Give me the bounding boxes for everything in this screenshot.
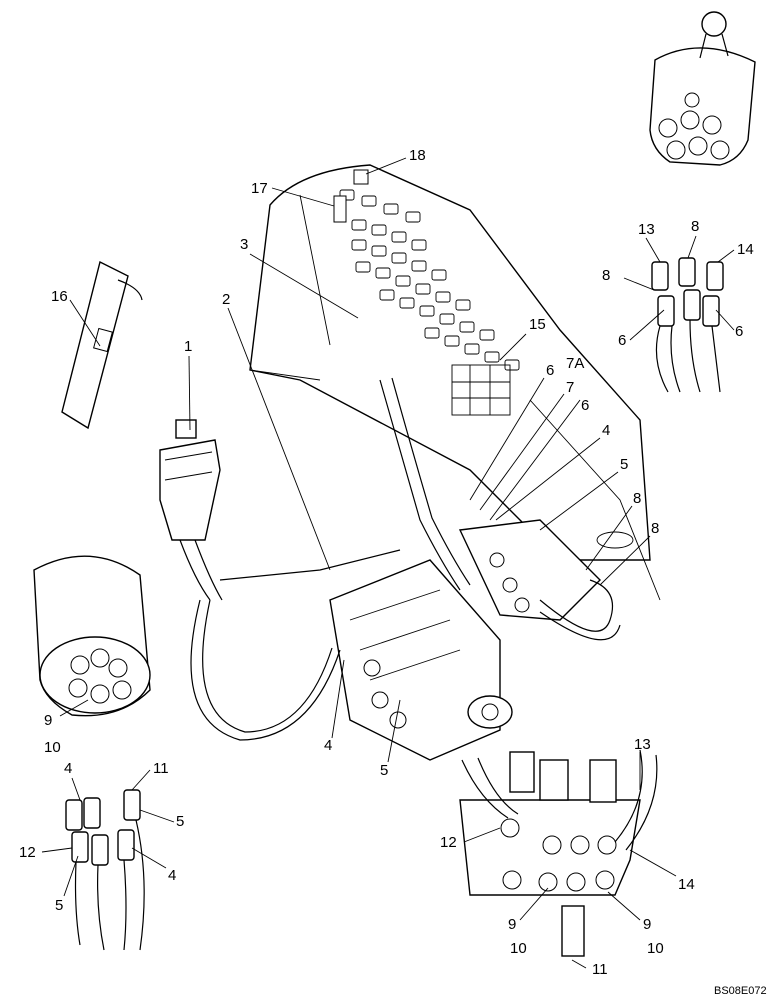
callout-4: 4 (168, 867, 176, 884)
callout-5: 5 (176, 813, 184, 830)
callout-11: 11 (592, 961, 608, 978)
callout-14: 14 (737, 241, 754, 258)
callout-6: 6 (546, 362, 554, 379)
callout-5: 5 (380, 762, 388, 779)
callout-9: 9 (508, 916, 516, 933)
callout-3: 3 (240, 236, 248, 253)
callout-7: 7 (566, 379, 574, 396)
control-handle-illustration (649, 11, 756, 166)
callout-5: 5 (620, 456, 628, 473)
callout-12: 12 (440, 834, 457, 851)
bracket-16-illustration (61, 260, 143, 430)
callout-12: 12 (19, 844, 36, 861)
callout-4: 4 (64, 760, 72, 777)
callout-8: 8 (651, 520, 659, 537)
callout-10: 10 (647, 940, 664, 957)
drawing-code: BS08E072 (714, 985, 767, 997)
valve-block-center-right (458, 519, 601, 621)
left-joystick-assembly (159, 419, 223, 601)
callout-6: 6 (581, 397, 589, 414)
callout-labels: 1 2 3 4 4 4 4 5 5 5 5 6 6 6 6 7 7A 8 8 8… (19, 147, 754, 978)
callout-13: 13 (634, 736, 651, 753)
callout-8: 8 (602, 267, 610, 284)
callout-6: 6 (618, 332, 626, 349)
callout-11: 11 (153, 760, 169, 777)
manifold-lower-right (459, 749, 658, 957)
chassis-plate-illustration (249, 164, 661, 601)
leader-lines (41, 157, 735, 969)
callout-14: 14 (678, 876, 695, 893)
callout-6: 6 (735, 323, 743, 340)
callout-4: 4 (324, 737, 332, 754)
fittings-group-upper-right (651, 257, 724, 393)
callout-4: 4 (602, 422, 610, 439)
fittings-group-lower-left (65, 789, 145, 951)
callout-10: 10 (510, 940, 527, 957)
pilot-motor-left (33, 555, 151, 717)
hose-routing (190, 377, 621, 741)
callout-9: 9 (44, 712, 52, 729)
callout-10: 10 (44, 739, 61, 756)
callout-7a: 7A (566, 355, 584, 372)
callout-1: 1 (184, 338, 192, 355)
callout-17: 17 (251, 180, 268, 197)
callout-5: 5 (55, 897, 63, 914)
callout-8: 8 (691, 218, 699, 235)
callout-15: 15 (529, 316, 546, 333)
hydraulic-pump-center (329, 559, 513, 761)
callout-16: 16 (51, 288, 68, 305)
callout-18: 18 (409, 147, 426, 164)
callout-8: 8 (633, 490, 641, 507)
callout-13: 13 (638, 221, 655, 238)
callout-9: 9 (643, 916, 651, 933)
callout-2: 2 (222, 291, 230, 308)
